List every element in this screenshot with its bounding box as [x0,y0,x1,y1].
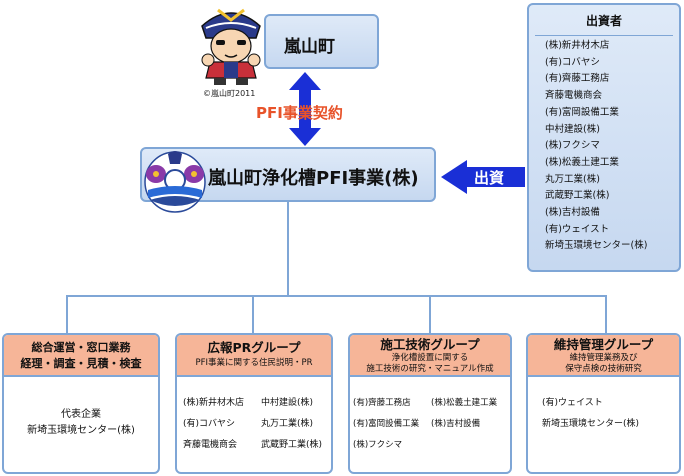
member-item: (株)松義土建工業 [431,398,498,408]
town-emblem-icon [140,146,210,214]
member-item: 斉藤電機商会 [183,440,238,450]
member-item: (有)富岡設備工業 [353,419,420,429]
group-operations-rep: 代表企業 新埼玉環境センター(株) [4,407,158,439]
group-maintenance-header: 維持管理グループ 維持管理業務及び 保守点検の技術研究 [528,335,679,377]
investor-item: (株)新井材木店 [545,40,610,51]
connector-drop-3 [429,295,431,333]
group-construction-title: 施工技術グループ [380,337,480,352]
group-pr-title: 広報PRグループ [207,340,301,355]
member-item: 新埼玉環境センター(株) [542,419,640,429]
investor-item: (有)齊藤工務店 [545,73,610,85]
group-operations-title-line: 経理・調査・見積・検査 [20,357,142,370]
group-construction-header: 施工技術グループ 浄化槽設置に関する 施工技術の研究・マニュアル作成 [350,335,510,377]
rep-company: 新埼玉環境センター(株) [27,425,135,436]
connector-trunk [287,202,289,296]
investors-title: 出資者 [585,14,622,28]
investor-item: 中村建設(株) [545,123,600,135]
group-construction: 施工技術グループ 浄化槽設置に関する 施工技術の研究・マニュアル作成 (有)齊藤… [348,333,512,474]
group-operations-header: 総合運営・窓口業務 経理・調査・見積・検査 [4,335,158,377]
mascot-icon [196,4,266,86]
town-name: 嵐山町 [284,37,335,57]
group-operations: 総合運営・窓口業務 経理・調査・見積・検査 代表企業 新埼玉環境センター(株) [2,333,160,474]
member-item: 中村建設(株) [261,398,314,408]
connector-drop-1 [66,295,68,333]
group-construction-subtitle-line: 施工技術の研究・マニュアル作成 [366,364,494,374]
member-item: (有)齊藤工務店 [353,398,411,408]
investor-item: (株)吉村設備 [545,207,600,219]
member-item: (株)吉村設備 [431,419,481,429]
investor-item: (有)ウェイスト [545,223,610,235]
group-construction-members: (有)齊藤工務店 (株)松義土建工業 (有)富岡設備工業 (株)吉村設備 (株)フク… [353,393,497,456]
investor-item: 斉藤電機商会 [545,90,603,102]
copyright-text: ©嵐山町2011 [203,89,256,98]
member-item: 丸万工業(株) [261,419,314,429]
member-item: (有)ウェイスト [542,398,603,408]
group-pr-members: (株)新井材木店 中村建設(株) (有)コバヤシ 丸万工業(株) 斉藤電機商会 武蔵野… [183,393,322,456]
group-maintenance-members: (有)ウェイスト 新埼玉環境センター(株) [542,393,639,435]
group-pr-subtitle: PFI事業に関する住民説明・PR [195,358,313,368]
group-maintenance-subtitle-line: 維持管理業務及び [569,353,638,363]
investor-item: (有)富岡設備工業 [545,106,619,118]
group-maintenance-subtitle-line: 保守点検の技術研究 [565,364,642,374]
investor-item: (株)松義土建工業 [545,156,619,168]
group-operations-title-line: 総合運営・窓口業務 [31,341,131,354]
connector-bus [66,295,607,297]
left-arrow-icon [441,160,525,194]
connector-drop-2 [252,295,254,333]
investor-item: 武蔵野工業(株) [545,190,610,202]
member-item: 武蔵野工業(株) [261,440,323,450]
rep-label: 代表企業 [61,409,101,420]
member-item: (株)フクシマ [353,440,403,450]
group-construction-subtitle-line: 浄化槽設置に関する [391,353,469,363]
town-box: 嵐山町 [264,14,379,69]
investors-list: (株)新井材木店 (有)コバヤシ (有)齊藤工務店 斉藤電機商会 (有)富岡設備… [545,38,679,255]
connector-drop-4 [605,295,607,333]
investor-item: 丸万工業(株) [545,173,600,185]
investor-item: (株)フクシマ [545,140,600,152]
investor-item: (有)コバヤシ [545,56,600,68]
investors-divider [535,35,673,36]
group-pr: 広報PRグループ PFI事業に関する住民説明・PR (株)新井材木店 中村建設(株… [175,333,333,474]
double-arrow-icon [289,72,321,146]
group-maintenance-title: 維持管理グループ [553,337,654,352]
company-name: 嵐山町浄化槽PFI事業(株) [208,168,419,189]
group-maintenance: 維持管理グループ 維持管理業務及び 保守点検の技術研究 (有)ウェイスト 新埼玉… [526,333,681,474]
contract-label: PFI事業契約 [256,104,343,122]
member-item: (有)コバヤシ [183,419,236,429]
group-pr-header: 広報PRグループ PFI事業に関する住民説明・PR [177,335,331,377]
investor-item: 新埼玉環境センター(株) [545,240,648,252]
member-item: (株)新井材木店 [183,398,245,408]
investors-box: 出資者 (株)新井材木店 (有)コバヤシ (有)齊藤工務店 斉藤電機商会 (有)… [527,3,681,272]
investment-label: 出資 [474,169,505,187]
